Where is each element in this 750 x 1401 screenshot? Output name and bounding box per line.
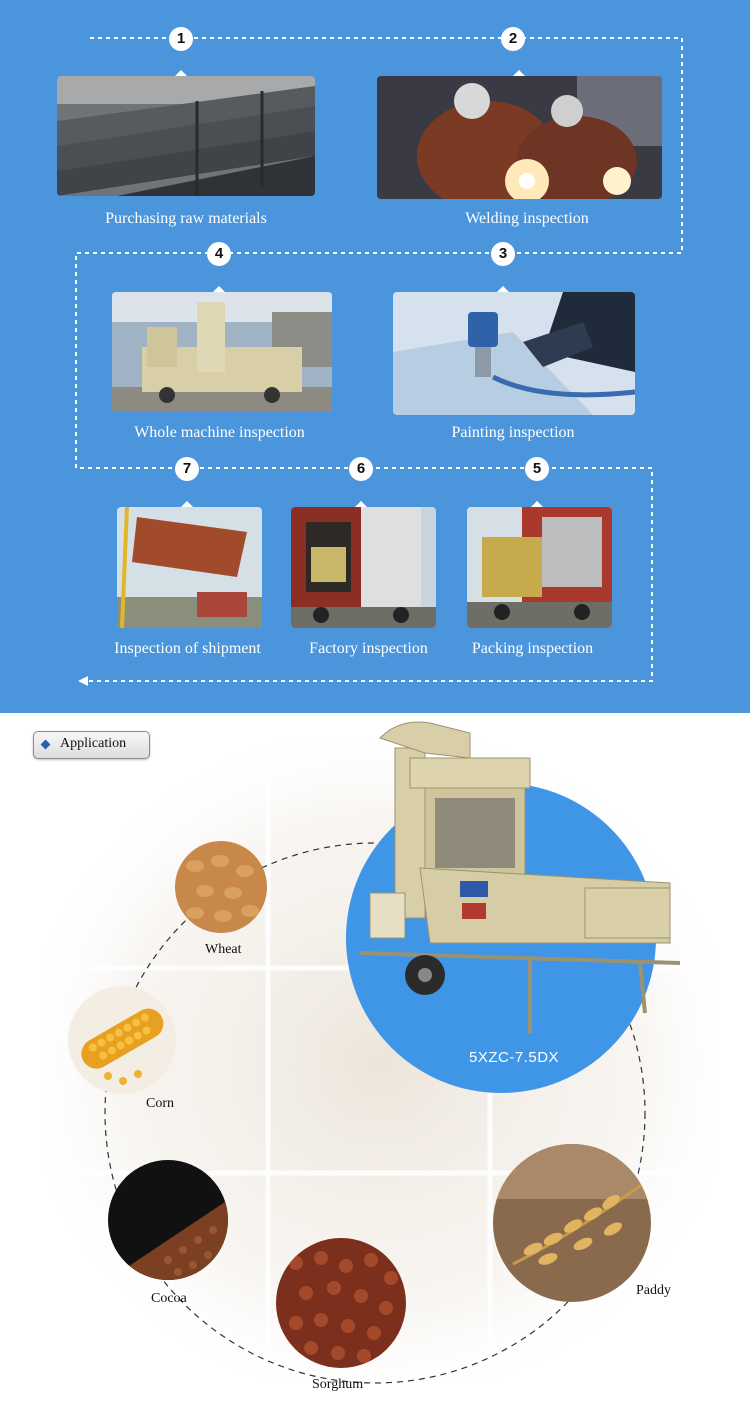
step-label-3: Painting inspection (451, 424, 575, 441)
grain-label-cocoa: Cocoa (151, 1291, 187, 1306)
photo-pointer (513, 70, 525, 76)
flow-arrow-icon (78, 676, 88, 686)
corn-photo (68, 986, 176, 1094)
inspection-process-section: 1 Purchasing raw materials 2 Welding (0, 0, 750, 713)
step-badge-1: 1 (169, 27, 193, 51)
grain-cleaner-machine (359, 721, 681, 1033)
machine-model-label: 5XZC-7.5DX (469, 1049, 560, 1066)
wheat-photo (175, 841, 267, 933)
photo-pointer (213, 286, 225, 292)
packing-photo (467, 507, 612, 628)
step-label-4: Whole machine inspection (134, 424, 305, 441)
process-flow-path (75, 37, 683, 686)
sorghum-photo (276, 1238, 406, 1368)
cocoa-photo (108, 1160, 228, 1280)
step-badge-2: 2 (501, 27, 525, 51)
application-tag: Application (33, 731, 150, 759)
step-label-6: Factory inspection (309, 640, 428, 657)
grain-label-sorghum: Sorghum (312, 1377, 364, 1392)
step-label-5: Packing inspection (471, 640, 594, 657)
photo-pointer (497, 286, 509, 292)
application-section: Application 5XZC-7.5DX Wheat Corn (0, 713, 750, 1401)
step-badge-6: 6 (349, 457, 373, 481)
step-label-2: Welding inspection (465, 210, 589, 227)
photo-pointer (531, 501, 543, 507)
shipment-photo (117, 507, 262, 628)
step-badge-4: 4 (207, 242, 231, 266)
grain-label-corn: Corn (146, 1096, 174, 1111)
step-label-7: Inspection of shipment (114, 640, 261, 657)
factory-photo (291, 507, 436, 628)
grain-label-wheat: Wheat (205, 942, 242, 957)
photo-pointer (175, 70, 187, 76)
diamond-icon (40, 739, 51, 750)
painting-photo (393, 292, 635, 415)
whole-machine-photo (112, 292, 332, 412)
welding-photo (377, 76, 662, 199)
step-badge-7: 7 (175, 457, 199, 481)
paddy-photo (493, 1144, 651, 1302)
raw-materials-photo (57, 76, 315, 196)
step-badge-5: 5 (525, 457, 549, 481)
photo-pointer (181, 501, 193, 507)
photo-pointer (355, 501, 367, 507)
grain-label-paddy: Paddy (636, 1283, 671, 1298)
step-badge-3: 3 (491, 242, 515, 266)
step-label-1: Purchasing raw materials (105, 210, 267, 227)
application-tag-label: Application (60, 736, 127, 751)
